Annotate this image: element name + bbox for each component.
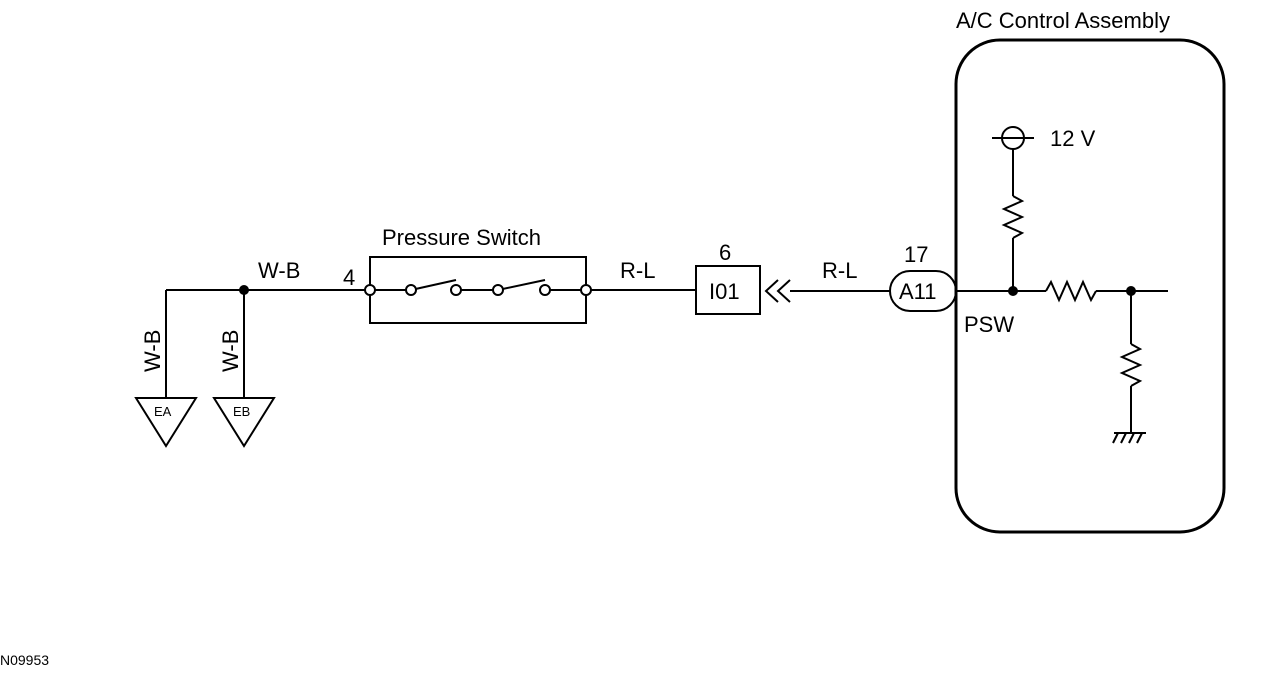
- connector-a11: 17 A11: [889, 242, 957, 312]
- switch-contact: [539, 284, 551, 296]
- connector-i01: 6 I01: [695, 240, 791, 315]
- junction-dot: [1008, 286, 1018, 296]
- wire-color-wb-left: W-B: [140, 330, 165, 372]
- pull-up-resistor: [1001, 195, 1025, 239]
- terminal-psw-label: PSW: [964, 312, 1014, 337]
- connector-a11-pin: 17: [904, 242, 928, 267]
- ground-ea-label: EA: [154, 404, 172, 419]
- pressure-switch: Pressure Switch 4: [343, 225, 592, 324]
- switch-contact: [450, 284, 462, 296]
- ground-ea-symbol: [134, 397, 198, 448]
- switch-contact: [492, 284, 504, 296]
- pull-down-resistor: [1119, 343, 1143, 387]
- switch-terminal-left: [364, 284, 376, 296]
- ac-control-assembly: A/C Control Assembly PSW 12 V: [954, 8, 1226, 534]
- pressure-switch-pin: 4: [343, 265, 355, 290]
- voltage-label: 12 V: [1050, 126, 1096, 151]
- junction-dot: [239, 285, 249, 295]
- connector-i01-label: I01: [709, 279, 740, 304]
- wire-color-wb-top: W-B: [258, 258, 300, 283]
- switch-contact: [405, 284, 417, 296]
- wire-color-rl-right: R-L: [822, 258, 857, 283]
- connector-a11-label: A11: [899, 279, 937, 304]
- ground-eb-label: EB: [233, 404, 250, 419]
- chassis-ground-icon: [1112, 432, 1146, 444]
- ground-wiring: EA EB W-B W-B W-B: [134, 258, 370, 448]
- ac-assembly-box: [954, 38, 1226, 534]
- connector-chevron: [776, 279, 791, 303]
- diagram-id-code: N09953: [0, 652, 49, 668]
- ac-assembly-title: A/C Control Assembly: [956, 8, 1170, 33]
- connector-chevron: [764, 279, 779, 303]
- connector-i01-pin: 6: [719, 240, 731, 265]
- wire-color-rl-left: R-L: [620, 258, 655, 283]
- wire-color-wb-right: W-B: [218, 330, 243, 372]
- connector-i01-box: [695, 265, 761, 315]
- switch-terminal-right: [580, 284, 592, 296]
- ground-eb-symbol: [212, 397, 276, 448]
- pressure-switch-label: Pressure Switch: [382, 225, 541, 250]
- series-resistor: [1045, 279, 1097, 303]
